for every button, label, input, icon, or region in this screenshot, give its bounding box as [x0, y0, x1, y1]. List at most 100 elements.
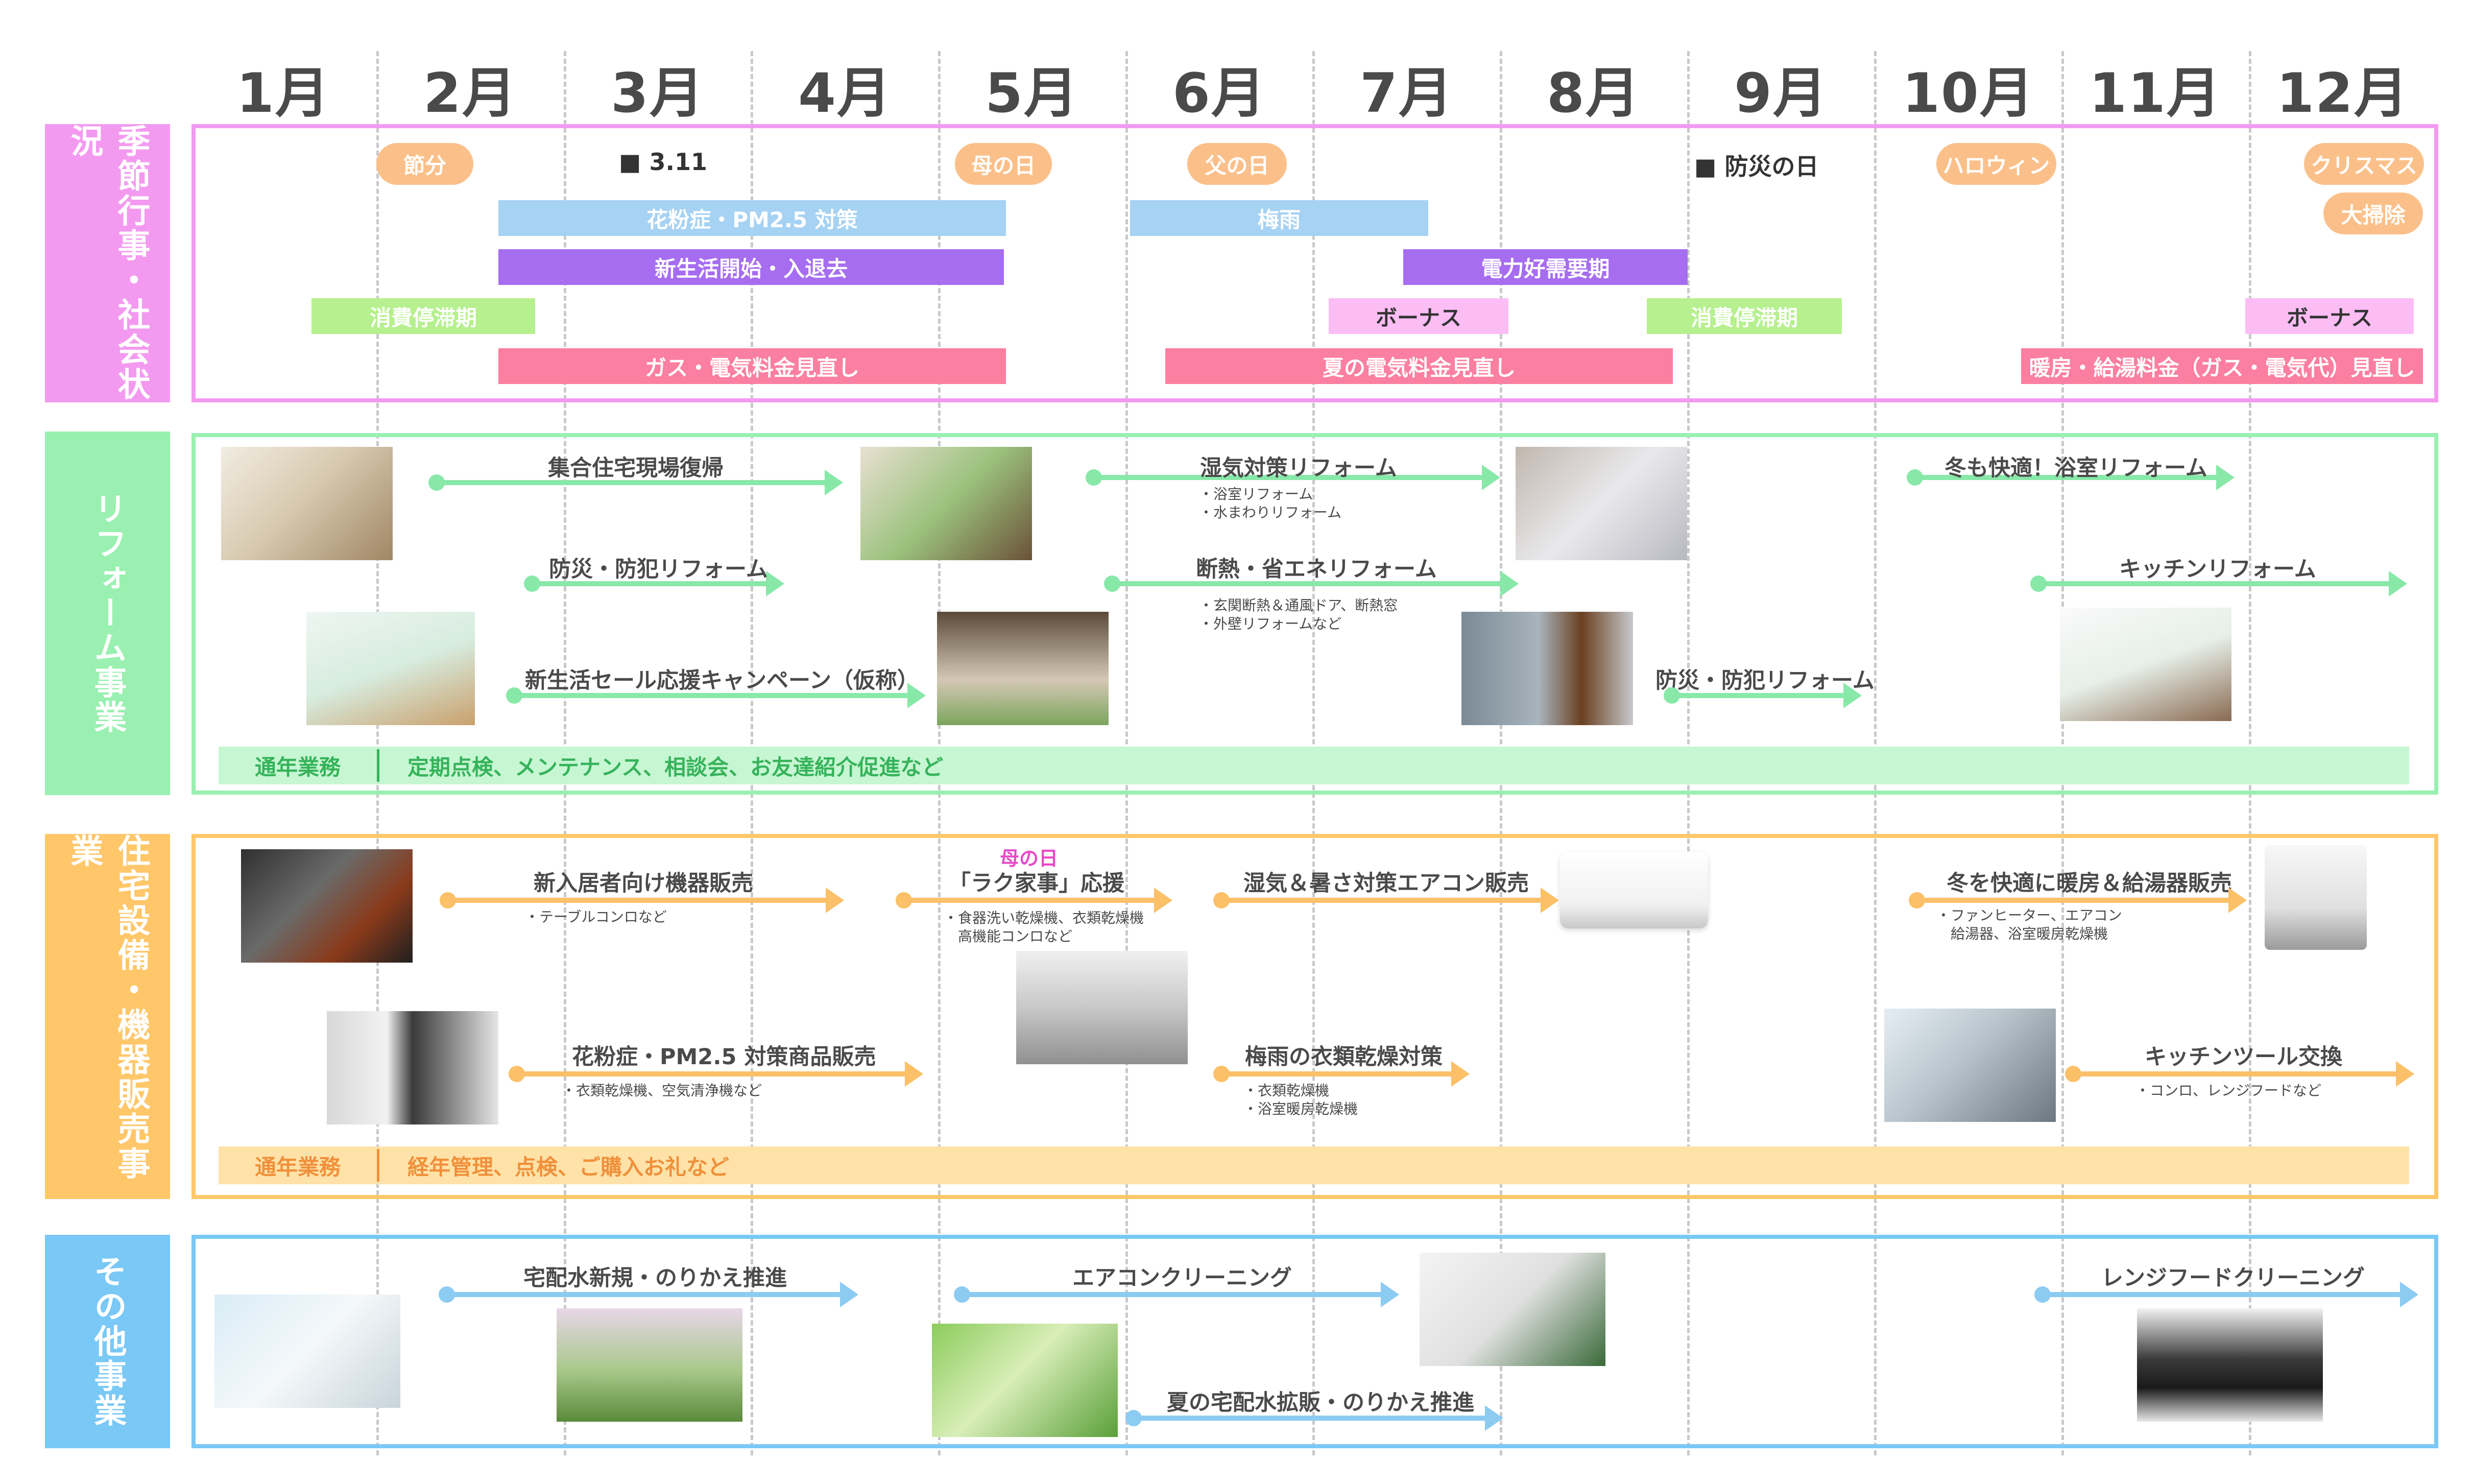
section-frame-equipment	[191, 834, 2438, 1199]
year-round-equipment-value: 経年管理、点検、ご購入お礼など	[407, 1154, 730, 1180]
band-pollen: 花粉症・PM2.5 対策	[498, 200, 1006, 236]
equip-sub-4: ・ファンヒーター、エアコン 給湯器、浴室暖房乾燥機	[1936, 907, 2122, 942]
arrow-reform-4	[1086, 465, 1500, 490]
month-apr: 4月	[798, 62, 892, 125]
photo-dishwasher	[1016, 951, 1188, 1064]
equip-sub-1: ・テーブルコンロなど	[525, 908, 667, 925]
year-round-reform-value: 定期点検、メンテナンス、相談会、お友達紹介促進など	[407, 754, 944, 780]
reform-label-3: 新生活セール応援キャンペーン（仮称）	[525, 668, 919, 693]
month-jul: 7月	[1360, 62, 1454, 125]
year-round-equipment-key: 通年業務	[254, 1154, 341, 1180]
band-bonus-summer: ボーナス	[1329, 298, 1508, 334]
photo-schoolchild	[557, 1308, 742, 1422]
reform-label-2: 防災・防犯リフォーム	[549, 557, 768, 582]
photo-girl-drinking	[932, 1324, 1118, 1437]
section-label-reform: リフォーム事業	[45, 432, 170, 795]
arrow-other-4	[2034, 1282, 2418, 1307]
section-label-other: その他事業	[45, 1235, 170, 1448]
month-dec: 12月	[2276, 62, 2409, 125]
equip-label-3: 湿気＆暑さ対策エアコン販売	[1243, 871, 1529, 896]
month-nov: 11月	[2089, 62, 2222, 125]
equip-sub-7: ・コンロ、レンジフードなど	[2135, 1082, 2322, 1099]
other-label-2: エアコンクリーニング	[1072, 1265, 1292, 1291]
event-mothers-day: 母の日	[955, 143, 1052, 185]
arrow-reform-5	[1104, 571, 1519, 596]
section-frame-seasonal	[191, 124, 2438, 402]
equip-label-6: 梅雨の衣類乾燥対策	[1245, 1044, 1443, 1070]
event-fathers-day: 父の日	[1187, 143, 1287, 185]
equip-tag-mothers-day: 母の日	[1000, 847, 1059, 870]
photo-washroom	[221, 447, 393, 560]
arrow-reform-7	[1907, 465, 2235, 490]
reform-sub-4: ・浴室リフォーム ・水まわりリフォーム	[1199, 486, 1342, 521]
month-mar: 3月	[611, 62, 705, 125]
photo-fan-heater	[2265, 845, 2367, 950]
photo-living-room	[860, 447, 1032, 560]
arrow-equip-3	[1213, 888, 1559, 913]
other-label-3: 夏の宅配水拡販・のりかえ推進	[1167, 1390, 1474, 1416]
event-halloween: ハロウィン	[1936, 143, 2056, 185]
year-round-equipment: 通年業務 経年管理、点検、ご購入お礼など	[219, 1146, 2409, 1184]
reform-label-4: 湿気対策リフォーム	[1200, 456, 1397, 481]
arrow-equip-1	[440, 888, 844, 913]
reform-label-8: キッチンリフォーム	[2119, 557, 2316, 582]
event-christmas: クリスマス	[2304, 143, 2424, 185]
photo-dryers	[327, 1011, 498, 1124]
reform-label-1: 集合住宅現場復帰	[548, 456, 724, 481]
reform-label-6: 防災・防犯リフォーム	[1655, 668, 1875, 693]
reform-label-7: 冬も快適！浴室リフォーム	[1944, 456, 2207, 481]
arrow-reform-8	[2030, 571, 2407, 596]
equip-label-1: 新入居者向け機器販売	[534, 871, 753, 896]
event-setsubun: 節分	[376, 143, 473, 185]
band-slump-2: 消費停滞期	[1647, 298, 1842, 334]
arrow-reform-1	[428, 470, 843, 495]
other-label-4: レンジフードクリーニング	[2101, 1265, 2365, 1291]
event-osouji: 大掃除	[2323, 193, 2423, 234]
arrow-reform-6	[1664, 683, 1862, 708]
band-summer-review: 夏の電気料金見直し	[1165, 348, 1673, 384]
equip-label-7: キッチンツール交換	[2145, 1044, 2342, 1070]
section-frame-reform	[191, 433, 2438, 795]
month-sep: 9月	[1734, 62, 1828, 125]
month-aug: 8月	[1547, 62, 1641, 125]
month-feb: 2月	[423, 62, 517, 125]
equip-label-5: 花粉症・PM2.5 対策商品販売	[572, 1044, 876, 1070]
band-bonus-winter: ボーナス	[2245, 298, 2414, 334]
arrow-reform-2	[524, 571, 784, 596]
year-round-divider	[377, 1149, 379, 1182]
photo-range-hood	[2137, 1308, 2323, 1422]
event-march11: ■ 3.11	[619, 148, 707, 176]
arrow-other-2	[954, 1282, 1399, 1307]
year-round-divider	[377, 749, 379, 782]
photo-table-stove	[241, 849, 413, 963]
arrow-equip-6	[1213, 1061, 1470, 1087]
month-jun: 6月	[1172, 62, 1266, 125]
photo-bathroom	[1516, 447, 1687, 560]
arrow-equip-5	[509, 1061, 923, 1087]
reform-sub-5: ・玄関断熱＆通風ドア、断熱窓 ・外壁リフォームなど	[1199, 597, 1398, 632]
arrow-reform-3	[506, 683, 926, 708]
band-new-life: 新生活開始・入退去	[498, 249, 1004, 285]
band-power-peak: 電力好需要期	[1403, 249, 1688, 285]
equip-sub-2: ・食器洗い乾燥機、衣類乾燥機 高機能コンロなど	[944, 909, 1144, 945]
equip-label-2: 「ラク家事」応援	[949, 871, 1124, 896]
arrow-other-3	[1125, 1405, 1503, 1431]
photo-moving-boxes	[306, 612, 475, 725]
band-gas-review: ガス・電気料金見直し	[498, 348, 1006, 384]
event-disaster-day: ■ 防災の日	[1694, 153, 1819, 180]
photo-gas-stove	[1884, 1009, 2056, 1122]
year-round-reform-key: 通年業務	[254, 754, 341, 780]
arrow-equip-4	[1909, 888, 2247, 913]
section-label-equipment: 住宅設備・機器販売事業	[45, 834, 170, 1199]
equip-sub-5: ・衣類乾燥機、空気清浄機など	[562, 1082, 762, 1099]
photo-aircon-cleaning	[1420, 1253, 1605, 1366]
photo-insulated-door	[1461, 612, 1633, 725]
band-winter-review: 暖房・給湯料金（ガス・電気代）見直し	[2021, 348, 2423, 384]
year-round-reform: 通年業務 定期点検、メンテナンス、相談会、お友達紹介促進など	[219, 747, 2409, 784]
month-may: 5月	[985, 62, 1079, 125]
equip-label-4: 冬を快適に暖房＆給湯器販売	[1947, 871, 2232, 896]
photo-water-server	[214, 1295, 400, 1408]
band-rainy: 梅雨	[1130, 200, 1428, 236]
equip-sub-6: ・衣類乾燥機 ・浴室暖房乾燥機	[1243, 1082, 1358, 1117]
band-slump-1: 消費停滞期	[311, 298, 535, 334]
